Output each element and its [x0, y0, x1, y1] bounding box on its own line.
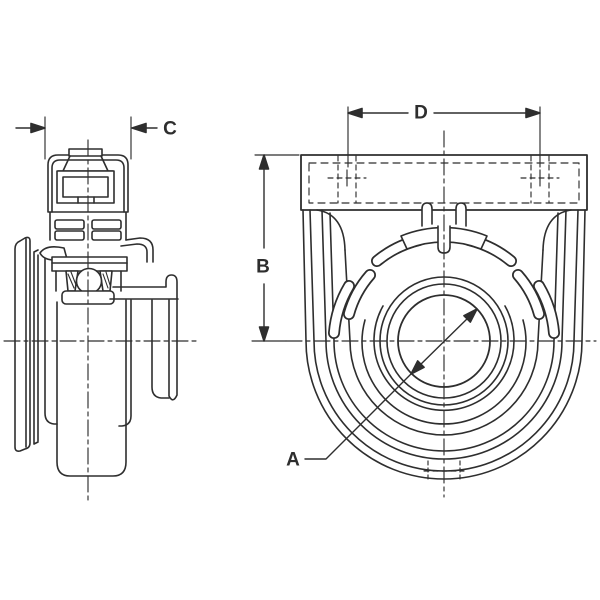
right-flange	[151, 299, 178, 401]
label-c: C	[163, 119, 177, 140]
hook-flange	[109, 274, 179, 300]
arrowhead	[463, 308, 478, 323]
arrowhead	[258, 154, 270, 170]
arrowhead	[525, 107, 541, 119]
label-a: A	[286, 450, 300, 471]
body-cylinder	[44, 256, 132, 477]
centerlines	[3, 130, 597, 503]
grease-tab	[68, 148, 103, 157]
side-view	[14, 148, 179, 477]
arrowhead	[410, 360, 425, 375]
flinger-discs	[14, 236, 39, 452]
dimension-c	[15, 116, 158, 160]
dimension-b	[251, 154, 300, 342]
dimension-d	[347, 106, 541, 168]
neck	[49, 211, 127, 241]
arrowhead	[131, 122, 147, 134]
fillet-right	[542, 209, 572, 251]
bolt-hole-right	[520, 155, 560, 204]
arrowhead	[258, 326, 270, 342]
front-view	[300, 154, 588, 480]
label-b: B	[256, 257, 270, 278]
arrowhead	[30, 122, 46, 134]
label-d: D	[414, 103, 428, 124]
dimension-a	[304, 308, 478, 460]
fillet-left	[316, 209, 346, 251]
arrowhead	[347, 107, 363, 119]
bolt-hole-left	[327, 155, 367, 204]
bearing-section	[51, 256, 128, 305]
bearing-ball	[75, 267, 103, 295]
